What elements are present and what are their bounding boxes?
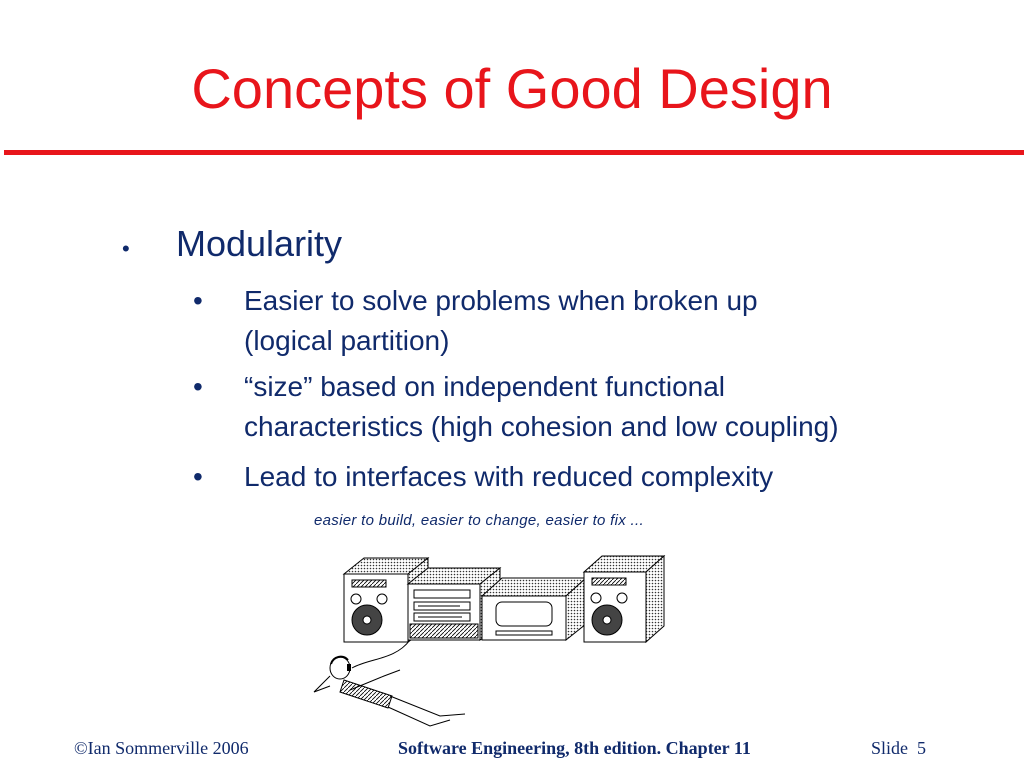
sub-point-line: Easier to solve problems when broken up <box>244 285 758 316</box>
slide-title: Concepts of Good Design <box>191 57 833 120</box>
main-point: Modularity <box>176 223 343 264</box>
title-divider <box>4 150 1024 155</box>
footer-slide-number: Slide 5 <box>871 738 927 758</box>
stereo-system-illustration <box>313 554 666 727</box>
sub-bullet-icon: • <box>193 285 203 316</box>
speaker-icon <box>582 554 666 644</box>
display-unit-icon <box>480 576 588 642</box>
footer-book-title: Software Engineering, 8th edition. Chapt… <box>398 738 751 758</box>
sub-point-line: Lead to interfaces with reduced complexi… <box>244 461 774 492</box>
stereo-deck-icon <box>406 566 502 641</box>
illustration-caption: easier to build, easier to change, easie… <box>314 512 644 529</box>
sub-bullet-icon: • <box>193 461 203 492</box>
sub-point-line: characteristics (high cohesion and low c… <box>244 411 839 442</box>
sub-point-line: “size” based on independent functional <box>244 371 726 402</box>
person-with-headphones-icon <box>313 655 466 727</box>
sub-point-line: (logical partition) <box>244 325 450 356</box>
sub-bullet-icon: • <box>193 371 203 402</box>
footer-copyright: ©Ian Sommerville 2006 <box>74 738 249 758</box>
main-bullet-icon: • <box>122 236 130 261</box>
